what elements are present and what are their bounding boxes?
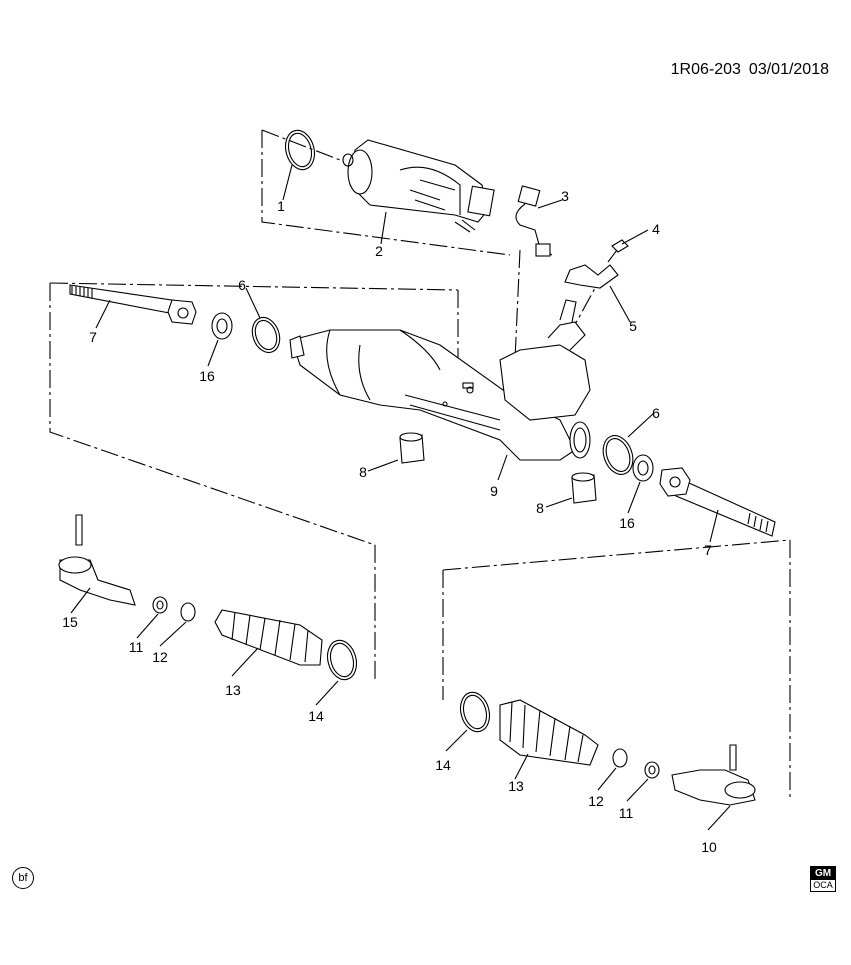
callout-3: 3 <box>561 188 569 204</box>
callout-9: 9 <box>490 483 498 499</box>
inner-tie-rod-right-part <box>659 467 776 537</box>
callout-14-right: 14 <box>435 757 451 773</box>
outer-tie-rod-end-right-part <box>671 744 756 806</box>
shim-washer-right-part <box>632 454 654 482</box>
callout-16-right: 16 <box>619 515 635 531</box>
boot-left-part <box>214 609 323 666</box>
callout-12-right: 12 <box>588 793 604 809</box>
gm-logo-subtext: OCA <box>813 880 833 890</box>
callout-4: 4 <box>652 221 660 237</box>
callout-6-left: 6 <box>238 277 246 293</box>
callout-1: 1 <box>277 198 285 214</box>
callout-11-right: 11 <box>618 805 634 821</box>
diagram-date: 03/01/2018 <box>748 61 829 78</box>
callout-8-right: 8 <box>536 500 544 516</box>
callout-6-right: 6 <box>652 405 660 421</box>
diagram-header: 1R06-203 03/01/2018 <box>671 61 829 79</box>
callout-7-right: 7 <box>704 542 712 558</box>
inner-tie-rod-left-part <box>69 284 197 325</box>
boot-clamp-left-part <box>326 639 358 681</box>
steering-gear-housing-part <box>289 299 591 461</box>
callout-10: 10 <box>701 839 717 855</box>
callout-14-left: 14 <box>308 708 324 724</box>
diagram-code: 1R06-203 <box>670 61 741 78</box>
shim-washer-left-part <box>211 312 233 340</box>
callout-2: 2 <box>375 243 383 259</box>
callout-8-left: 8 <box>359 464 367 480</box>
footer-bf-mark: bf <box>12 867 34 889</box>
seal-ring-right-part <box>602 435 634 475</box>
boot-right-part <box>499 699 599 766</box>
callout-13-right: 13 <box>508 778 524 794</box>
callout-16-left: 16 <box>199 368 215 384</box>
outer-tie-rod-end-left-part <box>58 514 136 606</box>
sensor-harness-part <box>515 185 553 257</box>
bracket-part <box>564 264 619 289</box>
group-boundary-lines <box>49 129 791 800</box>
nut-right-part <box>644 761 660 779</box>
leader-lines <box>70 164 731 831</box>
motor-part <box>342 139 495 233</box>
clamp-right-part <box>612 748 628 768</box>
boot-clamp-right-part <box>459 691 491 733</box>
callout-5: 5 <box>629 318 637 334</box>
clamp-left-part <box>180 602 196 622</box>
callout-15: 15 <box>62 614 78 630</box>
bolt-part <box>607 239 629 263</box>
seal-ring-left-part <box>251 316 281 354</box>
o-ring-part <box>284 129 316 171</box>
bushing-left-part <box>399 432 425 464</box>
callout-12-left: 12 <box>152 649 168 665</box>
callout-11-left: 11 <box>128 639 144 655</box>
callout-7-left: 7 <box>89 329 97 345</box>
nut-left-part <box>152 596 168 614</box>
bushing-right-part <box>571 472 597 504</box>
callout-13-left: 13 <box>225 682 241 698</box>
gm-logo-text: GM <box>811 867 835 880</box>
